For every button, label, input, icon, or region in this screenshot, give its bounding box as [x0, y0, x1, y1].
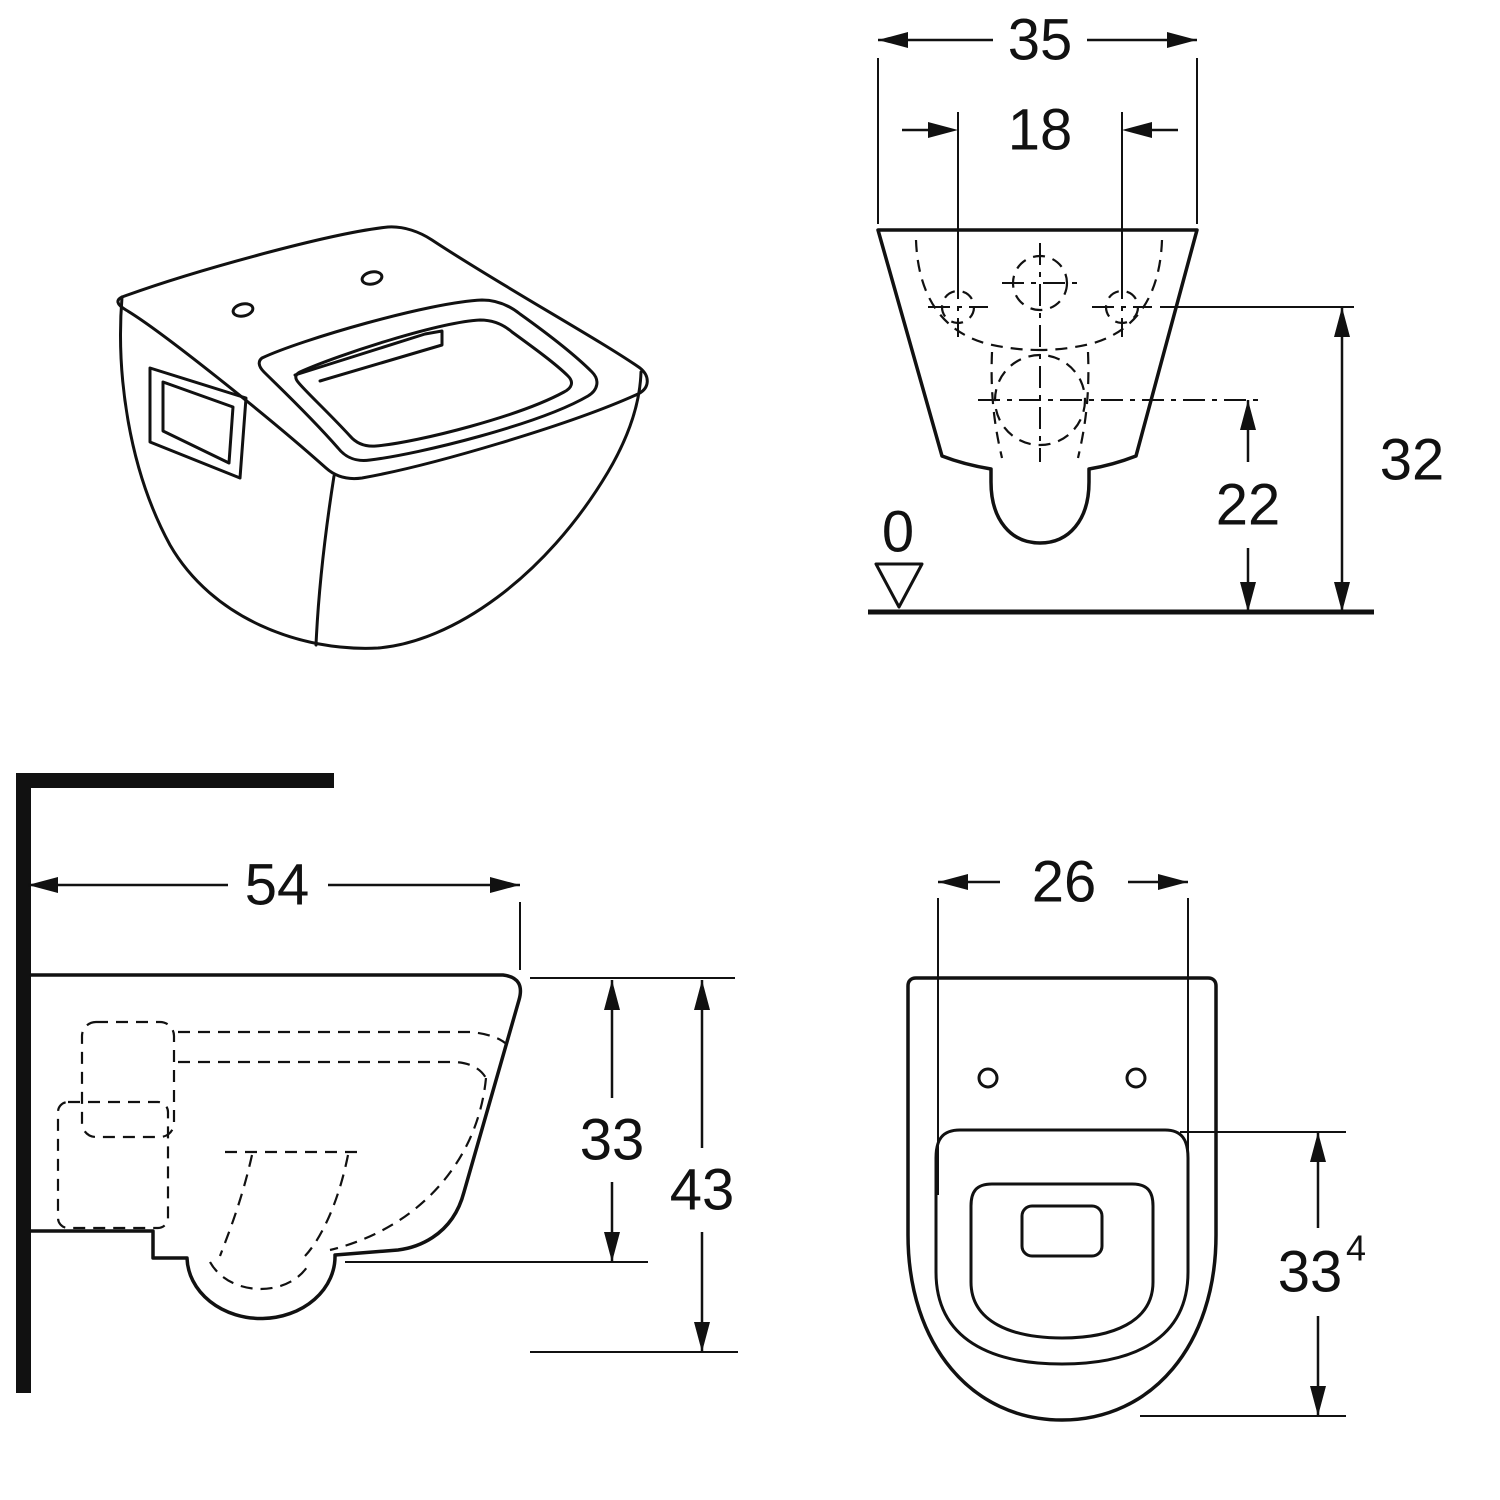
arrow-down-icon [1240, 582, 1256, 612]
front-view: 35 18 [868, 8, 1445, 615]
recess-contour-right [1039, 239, 1164, 352]
front-left-edge [314, 474, 336, 647]
outlet-funnel-left [990, 351, 1004, 459]
trap-right-hidden [304, 1154, 350, 1257]
side-cutout-outer [148, 366, 248, 480]
arrow-up-icon [604, 980, 620, 1010]
dim-outlet-height: 22 [1216, 400, 1281, 612]
seat-hole-right [1125, 1067, 1147, 1089]
trap-bend-hidden [209, 1261, 311, 1291]
bowl-inner-outline [294, 318, 573, 448]
pan-profile [29, 973, 523, 1321]
perspective-view [116, 225, 649, 650]
dim-underside-height: 33 [345, 977, 735, 1263]
arrow-left-icon [938, 874, 968, 890]
arrow-left-icon [1122, 122, 1152, 138]
side-view: 54 33 43 [16, 773, 738, 1393]
dim-bowl-width: 26 [937, 850, 1189, 1195]
rim-outline [116, 225, 649, 481]
dim-label-underside-height: 33 [580, 1108, 645, 1173]
datum-label: 0 [882, 500, 914, 565]
outlet-funnel-right [1076, 351, 1090, 459]
arrow-up-icon [694, 980, 710, 1010]
pan-outline [876, 228, 1199, 545]
seat-fixing-hole-right [360, 270, 384, 286]
bowl-opening-outline [257, 298, 599, 462]
dim-label-bowl-width: 26 [1032, 850, 1097, 915]
bowl-rim-plan [934, 1128, 1190, 1366]
flush-inlet-hidden [80, 1020, 176, 1139]
pan-plan-outline [906, 976, 1218, 1422]
rim-top-hidden [178, 1030, 511, 1049]
bowl-profile-hidden [329, 1077, 488, 1252]
dim-fixing-hole-height: 32 [1160, 306, 1445, 612]
flush-distributor-plan [1020, 1204, 1104, 1258]
dim-label-overall-height: 43 [670, 1158, 735, 1223]
dim-bowl-length: 33 4 [1140, 1131, 1366, 1417]
bowl-opening-plan [969, 1182, 1155, 1340]
arrow-up-icon [1334, 307, 1350, 337]
top-view: 26 33 4 [906, 850, 1366, 1422]
rim-inner-hidden [178, 1060, 487, 1079]
arrow-right-icon [490, 877, 520, 893]
dim-overall-depth: 54 [28, 853, 521, 970]
arrow-down-icon [1334, 582, 1350, 612]
dim-label-hole-spacing: 18 [1008, 98, 1073, 163]
seat-fixing-hole-left [231, 302, 255, 318]
dim-overall-height: 43 [530, 980, 738, 1353]
body-outline [119, 295, 643, 650]
seat-hole-left [977, 1067, 999, 1089]
dim-label-bowl-length: 33 [1278, 1240, 1343, 1305]
trap-left-hidden [218, 1154, 254, 1257]
dim-overall-width: 35 [877, 8, 1198, 224]
dim-label-outlet-height: 22 [1216, 473, 1281, 538]
side-cutout-inner [161, 380, 235, 465]
recess-contour-left [914, 239, 1041, 352]
flush-rim-ledge [293, 329, 444, 383]
dim-fixing-hole-spacing: 18 [902, 98, 1178, 286]
dim-label-depth: 54 [245, 853, 310, 918]
arrow-right-icon [928, 122, 958, 138]
arrow-up-icon [1310, 1132, 1326, 1162]
arrow-down-icon [694, 1322, 710, 1352]
arrow-up-icon [1240, 400, 1256, 430]
wall-section-vertical [16, 773, 31, 1393]
dim-label-hole-height: 32 [1380, 428, 1445, 493]
arrow-left-icon [28, 877, 58, 893]
dim-label-overall-width: 35 [1008, 8, 1073, 73]
dim-label-bowl-length-footnote: 4 [1346, 1228, 1366, 1269]
arrow-right-icon [1158, 874, 1188, 890]
arrow-down-icon [1310, 1386, 1326, 1416]
arrow-right-icon [1167, 32, 1197, 48]
wall-section-horizontal [16, 773, 334, 788]
datum-triangle-icon [874, 562, 924, 609]
arrow-down-icon [604, 1232, 620, 1262]
arrow-left-icon [878, 32, 908, 48]
outlet-connection-hidden [56, 1100, 170, 1230]
